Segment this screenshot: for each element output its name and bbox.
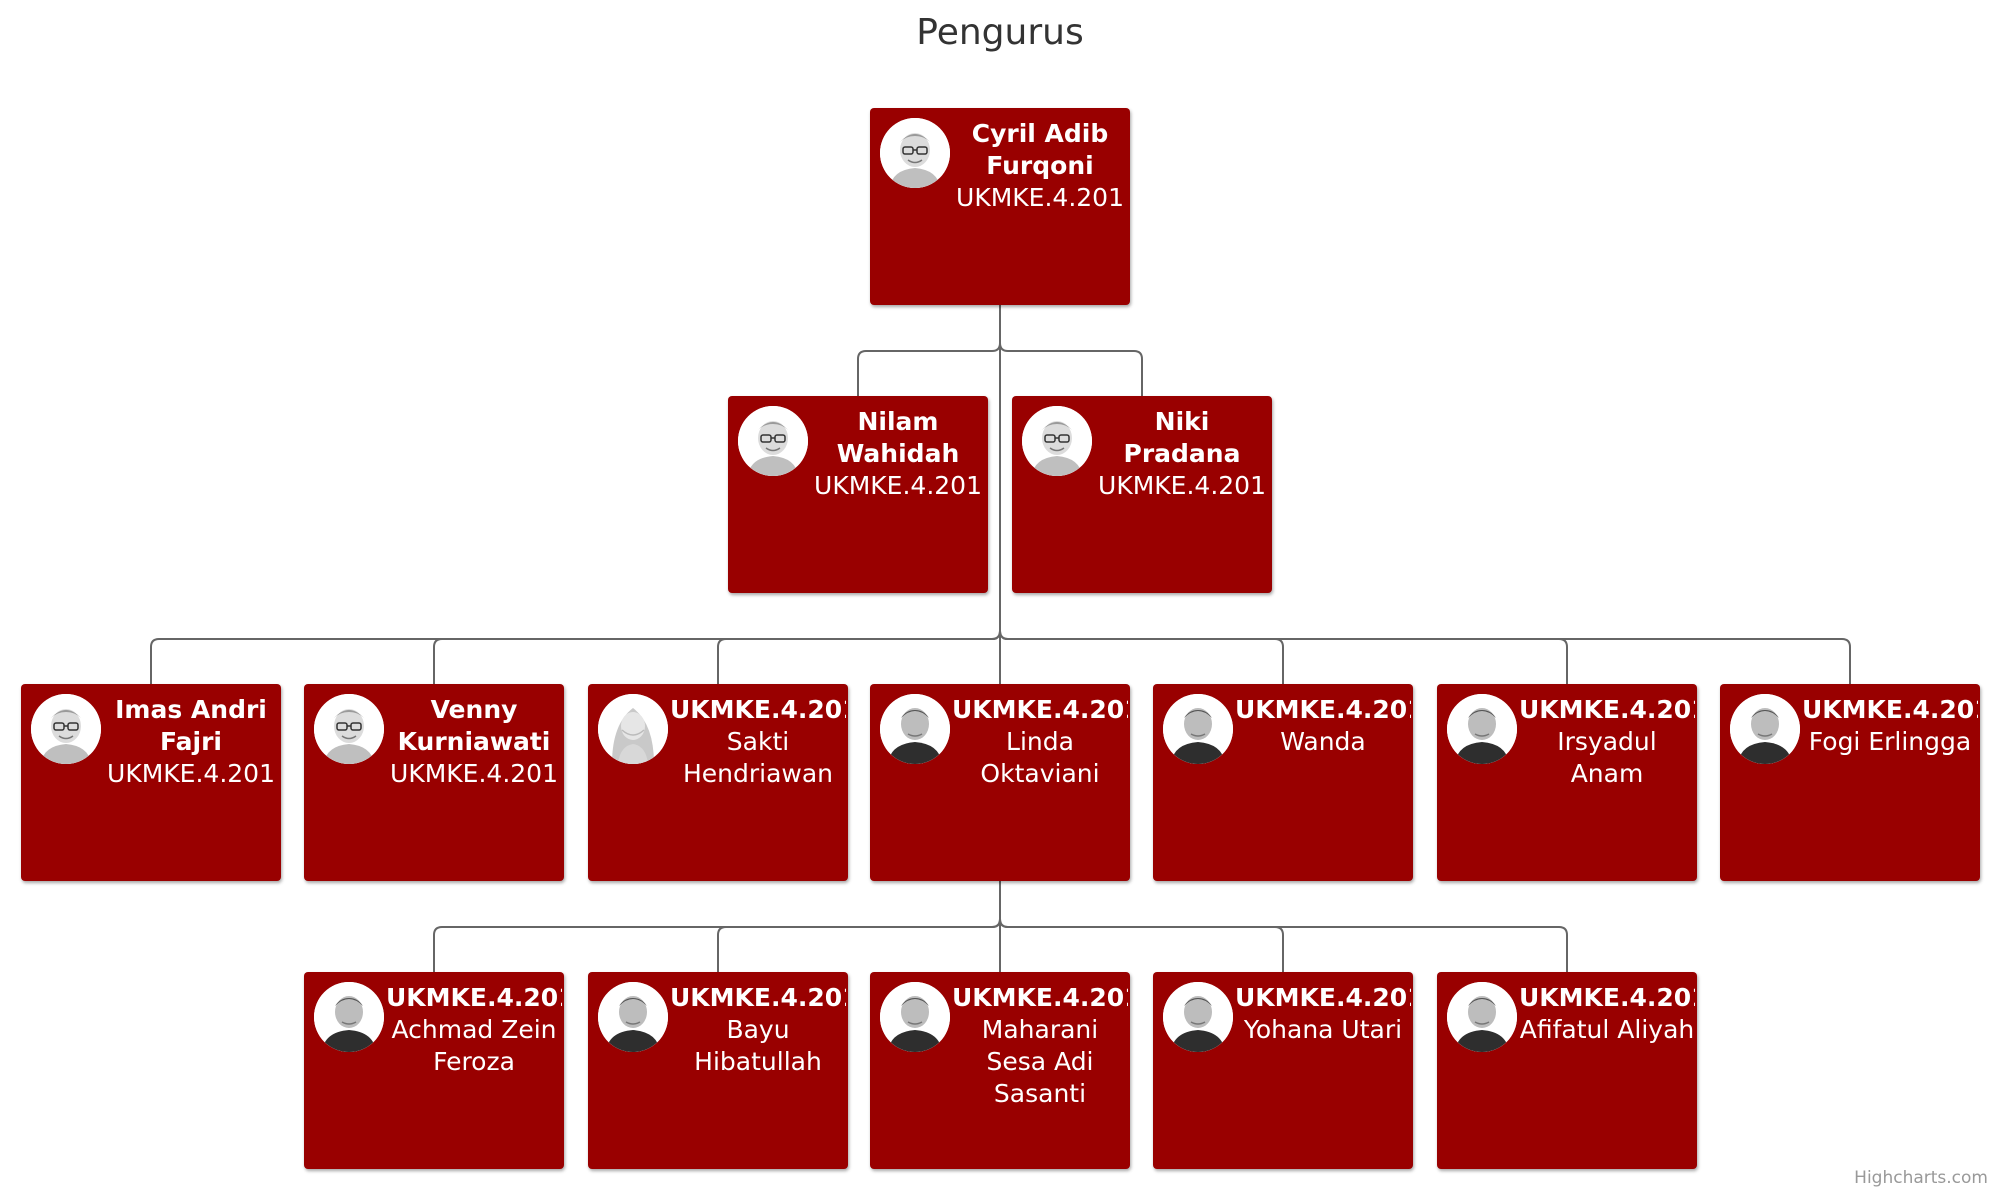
male-young-icon	[1730, 694, 1800, 764]
chart-title: Pengurus	[916, 12, 1084, 53]
node-subtitle: UKMKE.4.201	[956, 183, 1124, 212]
male-young-icon	[880, 982, 950, 1052]
male-young-icon	[1447, 982, 1517, 1052]
node-title: UKMKE.4.201	[670, 695, 846, 724]
node-title: UKMKE.4.201	[386, 983, 562, 1012]
node-subtitle: UKMKE.4.201	[814, 471, 982, 500]
node-title: Nilam Wahidah	[836, 407, 960, 468]
male-older-icon	[880, 118, 950, 188]
credits-link[interactable]: Highcharts.com	[1854, 1168, 1988, 1188]
node-subtitle: Afifatul Aliyah	[1519, 1015, 1695, 1044]
node-subtitle: Wanda	[1280, 727, 1366, 756]
node-title: Imas Andri Fajri	[115, 695, 267, 756]
node-title: UKMKE.4.201	[1235, 983, 1411, 1012]
node-subtitle: Linda Oktaviani	[980, 727, 1100, 788]
male-older-icon	[314, 694, 384, 764]
node-subtitle: Maharani Sesa Adi Sasanti	[981, 1015, 1099, 1108]
node-title: UKMKE.4.201	[1802, 695, 1978, 724]
node-subtitle: UKMKE.4.201	[1098, 471, 1266, 500]
node-subtitle: Achmad Zein Feroza	[391, 1015, 557, 1076]
node-title: UKMKE.4.201	[1519, 983, 1695, 1012]
connector-line	[857, 342, 1001, 396]
node-subtitle: UKMKE.4.201	[107, 759, 275, 788]
male-older-icon	[738, 406, 808, 476]
node-subtitle: UKMKE.4.201	[390, 759, 558, 788]
node-subtitle: Sakti Hendriawan	[682, 727, 834, 788]
node-title: UKMKE.4.201	[1235, 695, 1411, 724]
node-subtitle: Irsyadul Anam	[1557, 727, 1657, 788]
node-title: UKMKE.4.201	[952, 983, 1128, 1012]
female-icon	[598, 694, 668, 764]
male-young-icon	[880, 694, 950, 764]
connector-line	[999, 918, 1568, 972]
node-subtitle: Bayu Hibatullah	[694, 1015, 822, 1076]
male-older-icon	[1022, 406, 1092, 476]
node-title: Cyril Adib Furqoni	[971, 119, 1109, 180]
node-title: Venny Kurniawati	[397, 695, 551, 756]
node-title: UKMKE.4.201	[952, 695, 1128, 724]
connector-line	[717, 630, 1001, 684]
node-title: UKMKE.4.201	[670, 983, 846, 1012]
connector-line	[717, 918, 1001, 972]
node-subtitle: Yohana Utari	[1243, 1015, 1403, 1044]
male-young-icon	[1163, 694, 1233, 764]
male-young-icon	[1447, 694, 1517, 764]
male-young-icon	[598, 982, 668, 1052]
node-title: Niki Pradana	[1123, 407, 1241, 468]
node-subtitle: Fogi Erlingga	[1808, 727, 1972, 756]
node-title: UKMKE.4.201	[1519, 695, 1695, 724]
male-young-icon	[1163, 982, 1233, 1052]
connector-line	[999, 342, 1143, 396]
male-older-icon	[31, 694, 101, 764]
connector-line	[999, 630, 1851, 684]
male-young-icon	[314, 982, 384, 1052]
